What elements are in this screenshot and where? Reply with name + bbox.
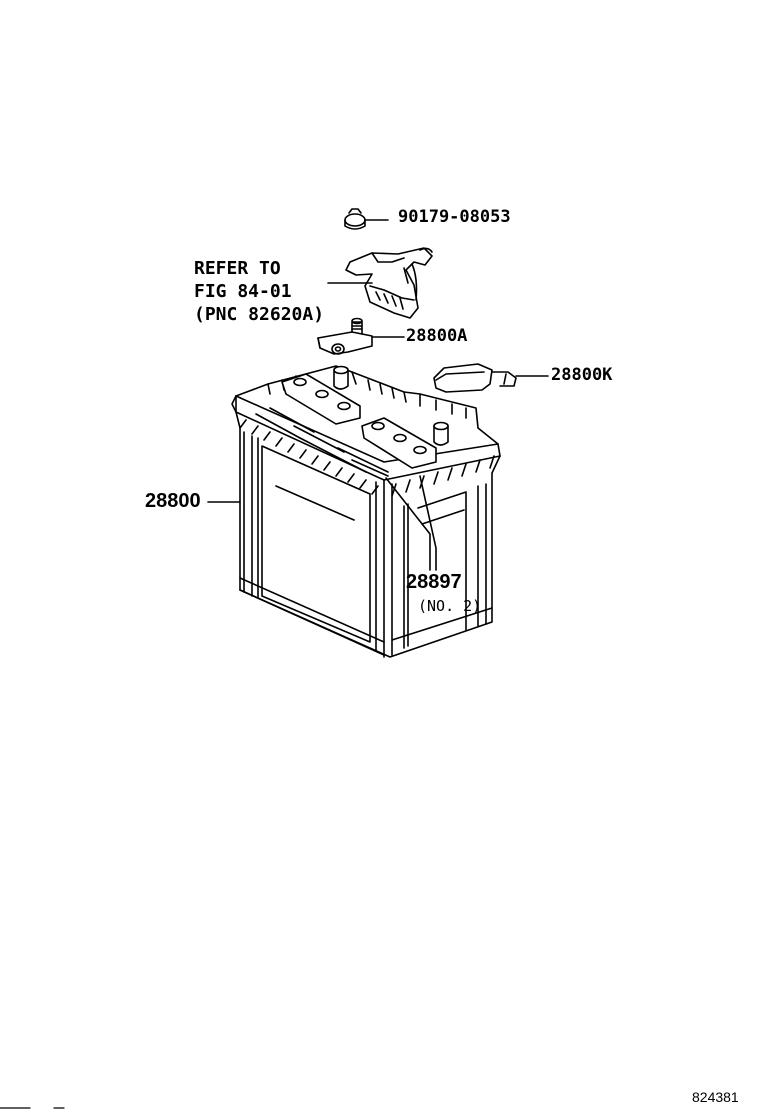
refer-line-1: REFER TO [194, 258, 281, 279]
bolt-part-number: 90179-08053 [398, 207, 511, 227]
label-part-number: 28897 [406, 571, 462, 593]
battery-icon [207, 365, 501, 658]
terminal-part-number: 28800A [406, 326, 468, 346]
label-qualifier: (NO. 2) [418, 597, 482, 615]
label-leader-icon [385, 475, 437, 571]
refer-line-3: (PNC 82620A) [194, 304, 325, 325]
figure-number: 824381 [692, 1089, 739, 1105]
battery-part-number: 28800 [145, 490, 201, 512]
terminal-icon [317, 317, 405, 355]
terminal-cover-icon [433, 363, 549, 393]
refer-line-2: FIG 84-01 [194, 281, 292, 302]
bolt-icon [344, 208, 389, 230]
bracket-wire-icon [327, 247, 433, 319]
cover-part-number: 28800K [551, 365, 613, 385]
